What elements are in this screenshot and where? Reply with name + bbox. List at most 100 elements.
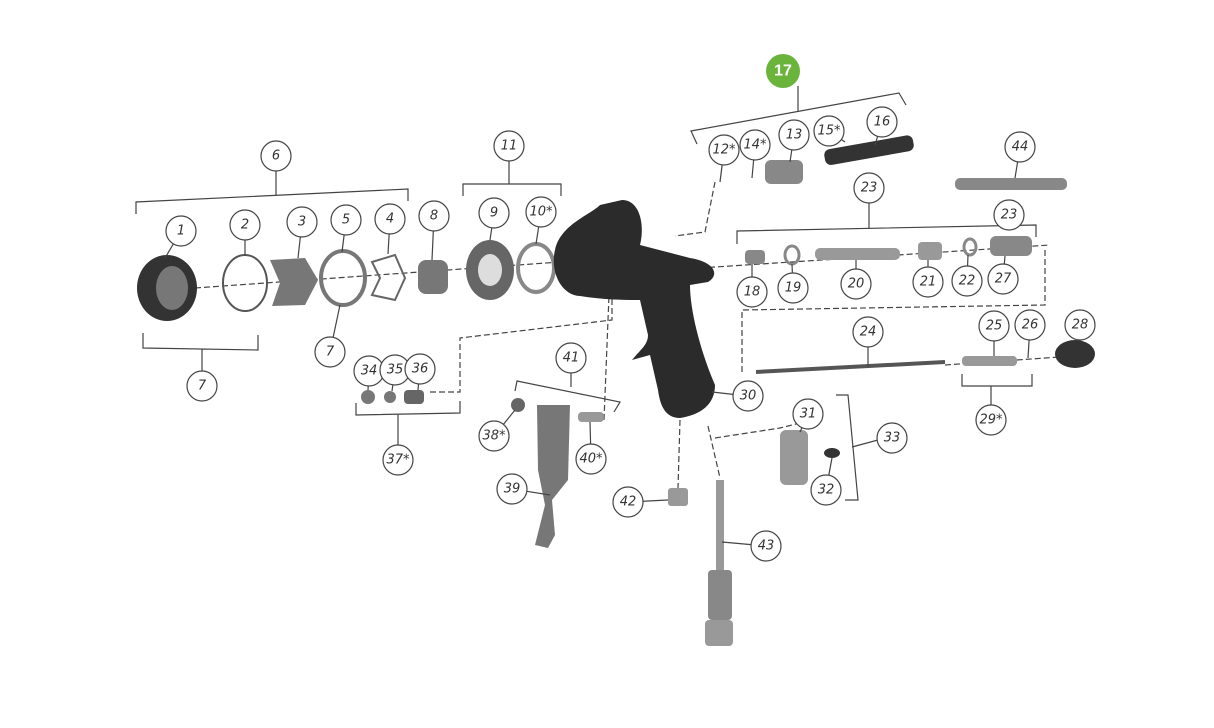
callout-11[interactable]: 11 bbox=[493, 130, 525, 162]
callout-29-star[interactable]: 29* bbox=[975, 404, 1007, 436]
part-31-air-valve bbox=[780, 430, 808, 485]
callout-6[interactable]: 6 bbox=[260, 140, 292, 172]
callout-12-star[interactable]: 12* bbox=[708, 134, 740, 183]
callout-circle bbox=[575, 443, 607, 475]
callout-39[interactable]: 39 bbox=[496, 473, 551, 505]
callout-circle bbox=[912, 266, 944, 298]
callout-33[interactable]: 33 bbox=[876, 422, 908, 454]
callout-circle bbox=[555, 342, 587, 374]
leader-line bbox=[391, 384, 394, 392]
callout-38-star[interactable]: 38* bbox=[478, 409, 516, 452]
callout-circle bbox=[777, 272, 809, 304]
callout-label: 16 bbox=[874, 115, 891, 130]
callout-label: 43 bbox=[758, 539, 775, 554]
callout-7[interactable]: 7 bbox=[314, 304, 346, 368]
leader-line bbox=[1014, 161, 1019, 179]
callout-label: 23 bbox=[861, 181, 878, 196]
callout-25[interactable]: 25 bbox=[978, 310, 1010, 356]
callout-3[interactable]: 3 bbox=[286, 206, 318, 259]
callout-circle bbox=[478, 420, 510, 452]
axis-41 bbox=[603, 269, 611, 421]
callout-23[interactable]: 23 bbox=[993, 199, 1025, 231]
part-8-fluid-nozzle bbox=[418, 260, 448, 294]
callout-circle bbox=[478, 197, 510, 229]
leader-line bbox=[751, 159, 755, 179]
callout-5[interactable]: 5 bbox=[330, 204, 362, 253]
callout-24[interactable]: 24 bbox=[852, 316, 884, 366]
callout-10-star[interactable]: 10* bbox=[525, 196, 557, 245]
leader-line bbox=[828, 457, 833, 476]
callout-13[interactable]: 13 bbox=[778, 119, 810, 163]
leader-line bbox=[332, 304, 341, 338]
callout-circle bbox=[732, 380, 764, 412]
callout-circle bbox=[978, 310, 1010, 342]
callout-34[interactable]: 34 bbox=[353, 355, 385, 391]
callout-41[interactable]: 41 bbox=[555, 342, 587, 374]
callout-label: 44 bbox=[1012, 140, 1029, 155]
callout-label: 5 bbox=[342, 213, 350, 228]
callout-label: 38* bbox=[482, 429, 506, 444]
callout-label: 22 bbox=[959, 274, 976, 289]
callout-31[interactable]: 31 bbox=[792, 398, 824, 433]
callout-26[interactable]: 26 bbox=[1014, 309, 1046, 359]
part-21 bbox=[918, 242, 942, 260]
callout-label: 35 bbox=[387, 363, 404, 378]
callout-label: 40* bbox=[579, 452, 603, 467]
callout-circle bbox=[496, 473, 528, 505]
callout-19[interactable]: 19 bbox=[777, 263, 809, 304]
callout-7[interactable]: 7 bbox=[186, 370, 218, 402]
callout-circle bbox=[165, 215, 197, 247]
callout-4[interactable]: 4 bbox=[374, 203, 406, 255]
callout-36[interactable]: 36 bbox=[404, 353, 436, 391]
callout-35[interactable]: 35 bbox=[379, 354, 411, 392]
leader-line bbox=[874, 136, 879, 146]
callout-14-star[interactable]: 14* bbox=[739, 129, 771, 179]
callout-label: 19 bbox=[785, 281, 802, 296]
callout-1[interactable]: 1 bbox=[164, 215, 197, 259]
part-38 bbox=[511, 398, 525, 412]
callout-20[interactable]: 20 bbox=[840, 260, 872, 300]
callout-circle bbox=[1014, 309, 1046, 341]
callout-label: 14* bbox=[743, 138, 767, 153]
callout-label: 41 bbox=[563, 351, 580, 366]
callout-label: 2 bbox=[241, 218, 249, 233]
part-40 bbox=[578, 412, 604, 422]
callout-9[interactable]: 9 bbox=[478, 197, 510, 241]
callout-label: 29* bbox=[979, 413, 1003, 428]
callout-8[interactable]: 8 bbox=[418, 200, 450, 261]
callout-2[interactable]: 2 bbox=[229, 209, 261, 256]
leader-line bbox=[164, 243, 174, 259]
callout-16[interactable]: 16 bbox=[866, 106, 898, 146]
callout-27[interactable]: 27 bbox=[987, 255, 1019, 295]
callout-21[interactable]: 21 bbox=[912, 260, 944, 298]
callout-30[interactable]: 30 bbox=[711, 380, 764, 412]
callout-22[interactable]: 22 bbox=[951, 254, 983, 297]
callout-circle bbox=[739, 129, 771, 161]
callout-15-star[interactable]: 15* bbox=[813, 115, 846, 147]
callout-label: 1 bbox=[177, 224, 185, 239]
callout-32[interactable]: 32 bbox=[810, 457, 842, 506]
callout-label: 34 bbox=[361, 364, 378, 379]
callout-43[interactable]: 43 bbox=[721, 530, 782, 562]
callout-40-star[interactable]: 40* bbox=[575, 421, 607, 475]
callout-42[interactable]: 42 bbox=[612, 486, 669, 518]
leader-line bbox=[341, 234, 345, 253]
callout-44[interactable]: 44 bbox=[1004, 131, 1036, 179]
callout-circle bbox=[853, 172, 885, 204]
part-25-spring bbox=[962, 356, 1017, 366]
callout-circle bbox=[1004, 131, 1036, 163]
callout-label: 37* bbox=[386, 453, 410, 468]
callout-23[interactable]: 23 bbox=[853, 172, 885, 204]
callout-37-star[interactable]: 37* bbox=[382, 444, 414, 476]
callout-label: 28 bbox=[1072, 318, 1089, 333]
callout-circle bbox=[866, 106, 898, 138]
callout-28[interactable]: 28 bbox=[1064, 309, 1096, 341]
callout-label: 18 bbox=[744, 285, 761, 300]
callout-18[interactable]: 18 bbox=[736, 264, 768, 308]
callout-circle bbox=[186, 370, 218, 402]
parts bbox=[137, 135, 1095, 646]
highlighted-callout-17[interactable]: 17 bbox=[766, 54, 800, 88]
callout-label: 3 bbox=[298, 215, 306, 230]
callout-label: 30 bbox=[740, 389, 757, 404]
callout-circle bbox=[736, 276, 768, 308]
